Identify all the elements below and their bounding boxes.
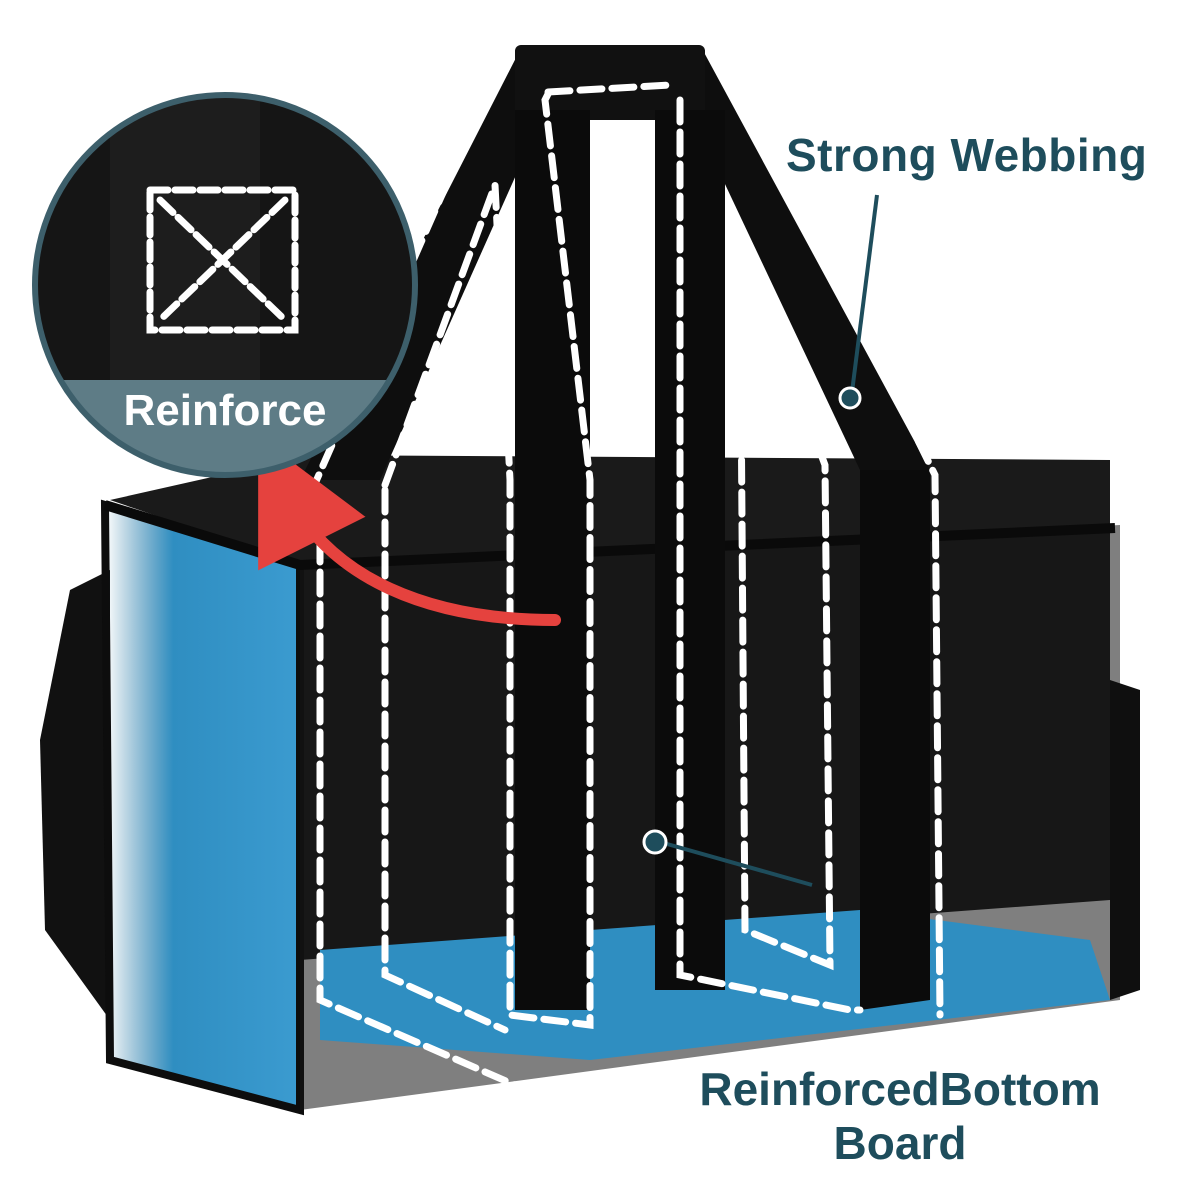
callout-pointers bbox=[642, 194, 879, 887]
reinforced-bottom-line2: Board bbox=[833, 1117, 967, 1169]
webbing-pointer-line bbox=[850, 194, 879, 393]
stitch-right-inner bbox=[726, 206, 834, 971]
reinforced-cross-stitch-icon bbox=[146, 186, 299, 334]
strong-webbing-label: Strong Webbing bbox=[786, 129, 1148, 181]
handle-right-rear bbox=[690, 45, 930, 470]
bottom-pointer-dot bbox=[642, 829, 668, 855]
curved-arrow-icon bbox=[258, 436, 561, 626]
reinforced-bottom-line1: ReinforcedBottom bbox=[699, 1063, 1101, 1115]
stitch-left-inner bbox=[381, 86, 594, 1029]
reinforce-zoom bbox=[32, 92, 418, 478]
handle-grip bbox=[515, 45, 705, 120]
stitch-panel-left-inner bbox=[381, 486, 509, 1034]
bag-right-pocket bbox=[1110, 680, 1140, 1000]
strap-front-left bbox=[515, 110, 590, 1010]
webbing-handles bbox=[300, 45, 930, 1010]
bag-left-panel bbox=[105, 505, 300, 1110]
reinforce-label: Reinforce bbox=[123, 386, 327, 435]
bag-left-pocket bbox=[40, 570, 110, 1020]
stitch-grip bbox=[544, 81, 674, 96]
bottom-pointer-line bbox=[659, 840, 813, 887]
strap-right-outer bbox=[860, 470, 930, 1010]
stitch-panel-left bbox=[316, 536, 594, 1089]
stitch-right-outer bbox=[716, 36, 944, 1019]
reinforced-bottom-label: ReinforcedBottom Board bbox=[600, 1062, 1200, 1170]
stitch-center bbox=[676, 96, 864, 1014]
webbing-pointer-dot bbox=[838, 386, 862, 410]
